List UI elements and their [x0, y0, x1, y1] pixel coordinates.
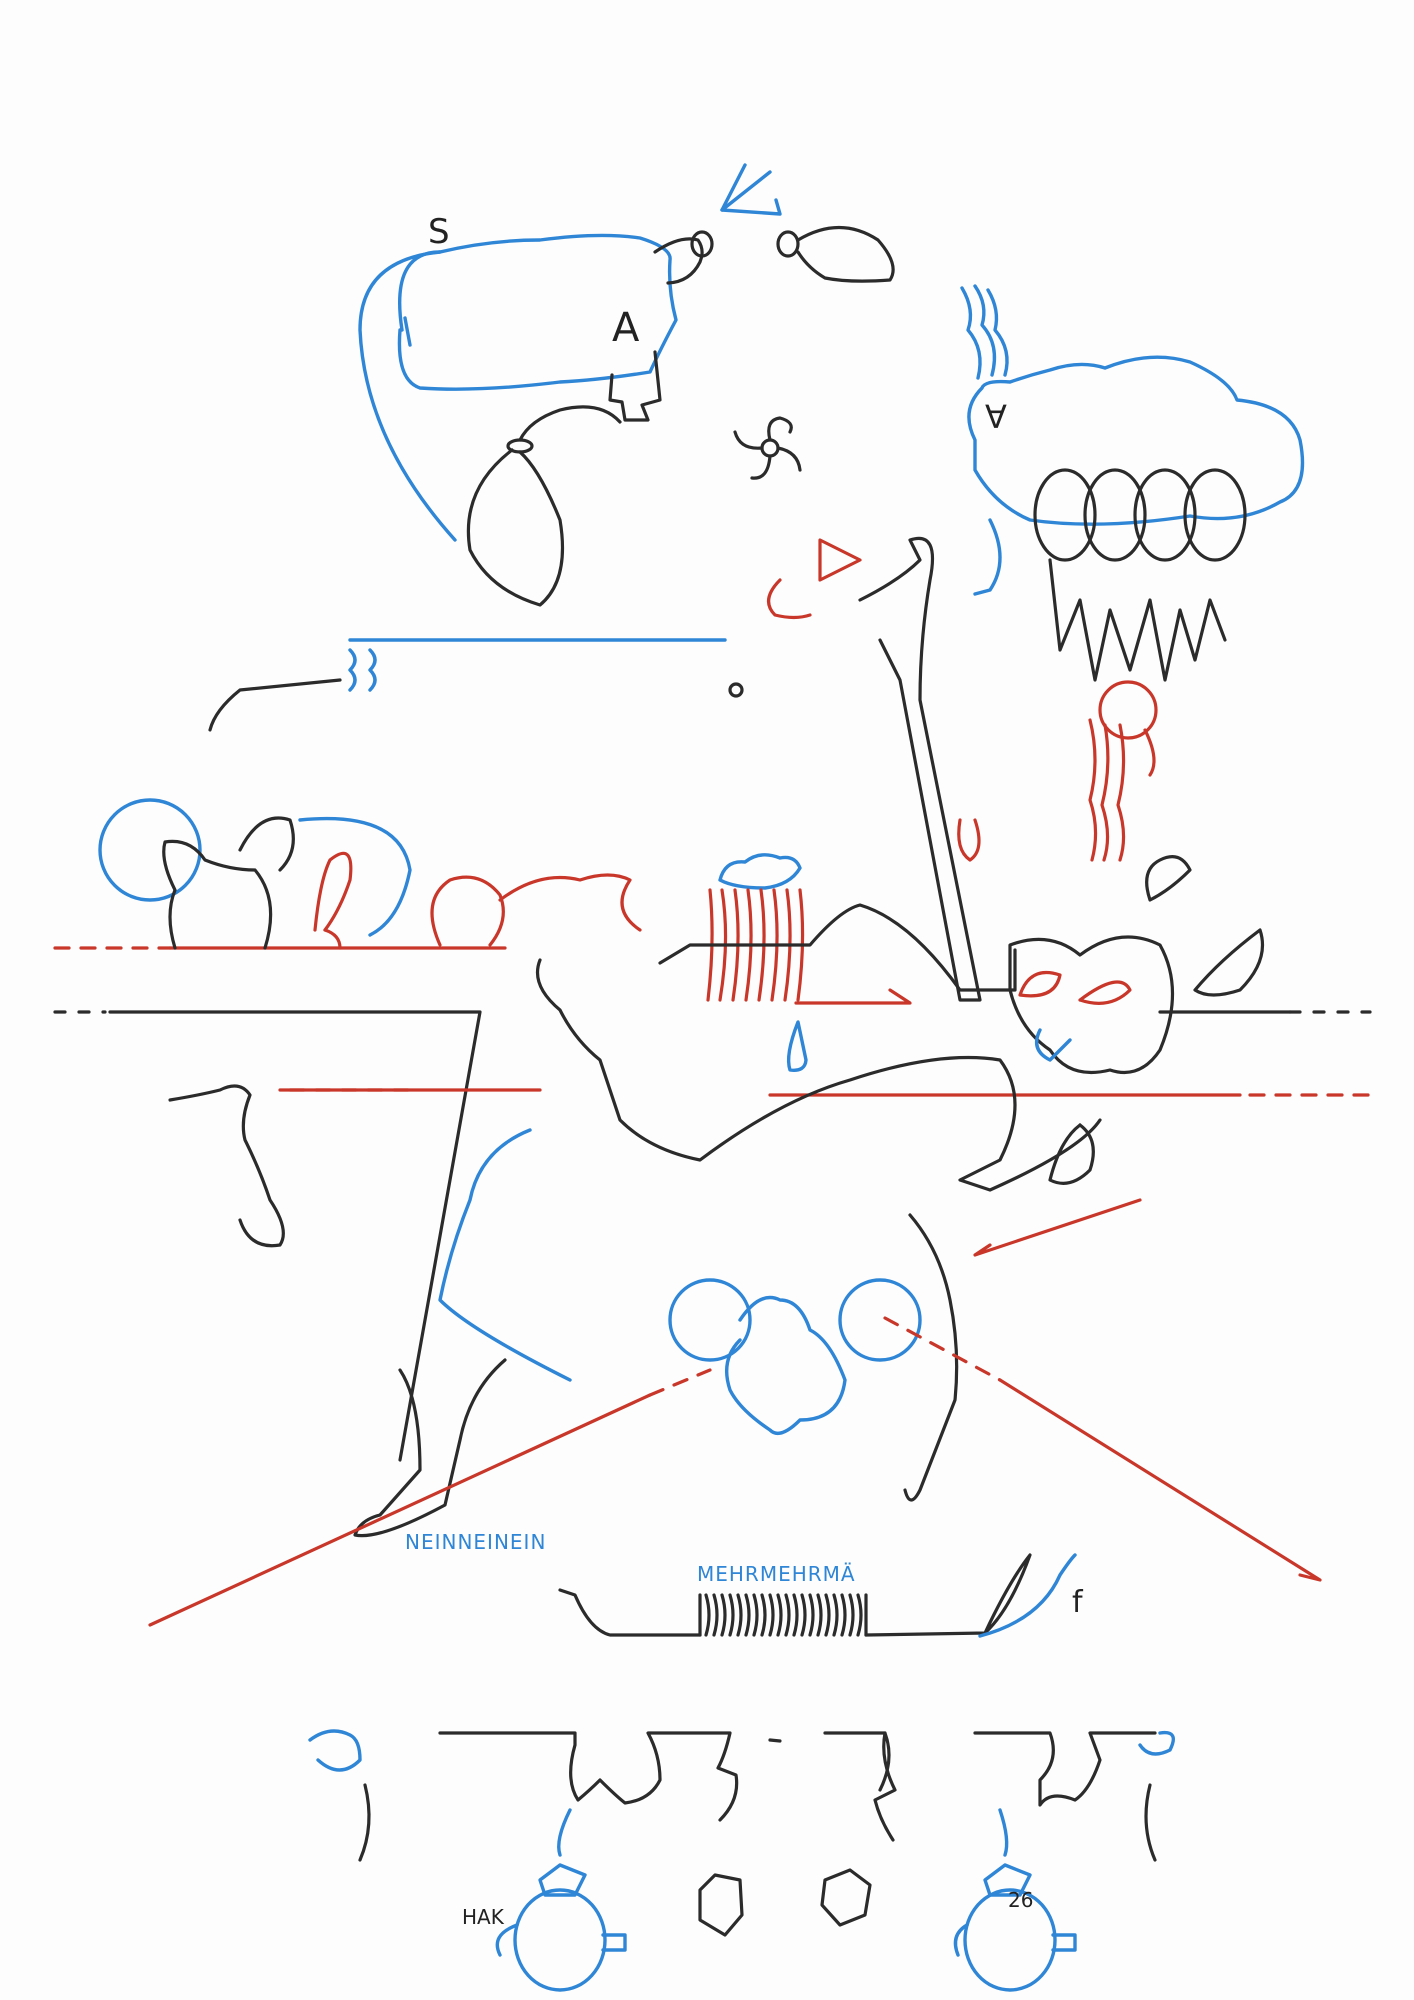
blue-arrow-top — [720, 163, 782, 216]
blue-pot-left — [495, 1808, 627, 1992]
letter-s: S — [428, 212, 450, 252]
faces-row — [1033, 468, 1247, 682]
label-mehrmehr: MEHRMEHRMÄ — [697, 1562, 856, 1586]
red-cat-head — [1008, 935, 1174, 1075]
pinwheel-icon — [733, 416, 802, 480]
blue-spring — [348, 638, 727, 692]
teapot-center-blue — [668, 1278, 922, 1435]
blue-cloud-right — [967, 355, 1305, 526]
page-number: 26 — [1008, 1888, 1034, 1912]
hexagon-left — [698, 1873, 744, 1937]
wavy-comb — [558, 1553, 1077, 1638]
blue-pot-right — [953, 1808, 1077, 1992]
teapot-left — [98, 798, 412, 950]
letter-f: f — [1072, 1585, 1083, 1620]
bottom-structure — [308, 1729, 1175, 1862]
hexagon-right — [820, 1868, 872, 1927]
red-arrow-center — [767, 538, 862, 620]
letter-a-inverted: ∀ — [985, 398, 1007, 436]
signature: HAK — [462, 1905, 504, 1929]
letter-a: A — [612, 305, 640, 351]
label-neinnein: NEINNEINEIN — [405, 1530, 547, 1554]
rain-cloud — [706, 853, 912, 1005]
